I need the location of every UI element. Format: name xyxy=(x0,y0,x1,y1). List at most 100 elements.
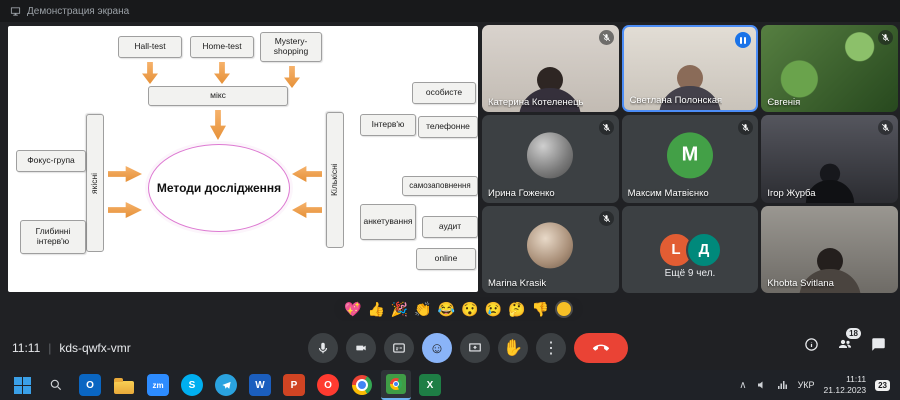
taskbar-zoom-icon[interactable]: zm xyxy=(142,370,174,400)
taskbar-active-meet-window[interactable] xyxy=(380,370,412,400)
reaction-thumbs-up[interactable]: 👍 xyxy=(367,300,385,317)
participant-tile-marina[interactable]: Marina Krasik xyxy=(482,205,619,293)
captions-button[interactable] xyxy=(384,333,414,363)
taskbar-skype-icon[interactable]: S xyxy=(176,370,208,400)
mic-muted-icon xyxy=(598,210,614,226)
taskbar-powerpoint-icon[interactable]: P xyxy=(278,370,310,400)
taskbar-outlook-icon[interactable]: O xyxy=(74,370,106,400)
tray-network-icon[interactable] xyxy=(777,379,789,391)
participant-avatar xyxy=(527,132,574,179)
mic-muted-icon xyxy=(598,120,614,136)
camera-button[interactable] xyxy=(346,333,376,363)
divider: | xyxy=(48,341,52,355)
arrow-left-icon xyxy=(292,166,322,182)
reaction-cry[interactable]: 😢 xyxy=(484,300,503,317)
meeting-info: 11:11 | kds-qwfx-vmr xyxy=(0,341,131,355)
tray-volume-icon[interactable] xyxy=(756,379,768,391)
diagram-box-hlybynni-interviu: Глибинні інтерв'ю xyxy=(20,220,86,254)
participant-video xyxy=(519,67,582,113)
participants-button[interactable]: 18 xyxy=(837,328,861,352)
screen-share-icon xyxy=(10,6,21,16)
arrow-down-icon xyxy=(142,62,158,84)
diagram-box-mystery-shopping: Mystery-shopping xyxy=(260,32,322,62)
mic-muted-icon xyxy=(598,30,614,45)
tray-date: 21.12.2023 xyxy=(823,385,867,395)
meeting-code: kds-qwfx-vmr xyxy=(59,341,131,355)
diagram-box-yakisni: якісні xyxy=(86,114,104,252)
reaction-thinking[interactable]: 🤔 xyxy=(508,300,526,317)
call-controls: ☺ ✋ ⋮ xyxy=(308,333,628,363)
system-tray: ∧ УКР 11:11 21.12.2023 23 xyxy=(739,374,894,395)
start-button[interactable] xyxy=(6,370,38,400)
mic-button[interactable] xyxy=(308,333,338,363)
participant-tile-iryna[interactable]: Ирина Гоженко xyxy=(482,115,619,203)
reactions-button[interactable]: ☺ xyxy=(422,333,452,363)
tray-time: 11:11 xyxy=(846,374,867,385)
meeting-details-button[interactable] xyxy=(804,337,819,352)
diagram-box-samozapovnennia: самозаповнення xyxy=(402,176,478,196)
participant-tile-ihor[interactable]: Ігор Журба xyxy=(761,115,898,203)
taskbar-telegram-icon[interactable] xyxy=(210,370,242,400)
meeting-right-controls: 18 xyxy=(804,328,886,352)
participant-tile-overflow[interactable]: L Д Ещё 9 чел. xyxy=(621,205,759,293)
participant-name: Светлана Полонская xyxy=(629,95,723,107)
mic-muted-icon xyxy=(878,120,893,136)
skin-tone-selector[interactable] xyxy=(554,300,573,318)
overflow-avatars: L Д xyxy=(657,231,722,268)
hidden-icons-chevron[interactable]: ∧ xyxy=(739,379,747,391)
diagram-box-online: online xyxy=(416,248,476,270)
participant-tile-khobta[interactable]: Khobta Svitlana xyxy=(761,205,898,293)
participant-name: Marina Krasik xyxy=(488,278,547,289)
participant-initial-avatar: M xyxy=(666,132,713,179)
participant-name: Ігор Журба xyxy=(767,187,816,199)
reaction-thumbs-down[interactable]: 👎 xyxy=(531,300,549,317)
meeting-time: 11:11 xyxy=(12,341,41,355)
diagram-box-audyt: аудит xyxy=(422,216,478,238)
arrow-down-icon xyxy=(210,110,226,140)
diagram-box-telefonne: телефонне xyxy=(418,116,478,138)
screen-share-notice-bar: Демонстрация экрана xyxy=(0,0,900,22)
raise-hand-button[interactable]: ✋ xyxy=(498,333,528,363)
participant-tile-katerina[interactable]: Катерина Котеленець xyxy=(482,25,619,113)
participant-name: Максим Матвієнко xyxy=(627,187,709,199)
reaction-laugh[interactable]: 😂 xyxy=(437,300,456,317)
participants-count-badge: 18 xyxy=(846,328,861,339)
chat-button[interactable] xyxy=(871,337,886,352)
participant-name: Khobta Svitlana xyxy=(767,278,834,289)
reactions-bar: 💖 👍 🎉 👏 😂 😯 😢 🤔 👎 xyxy=(334,297,583,321)
taskbar-search-icon[interactable] xyxy=(40,370,72,400)
mic-muted-icon xyxy=(738,120,754,136)
taskbar-opera-icon[interactable]: O xyxy=(312,370,344,400)
diagram-box-hall-test: Hall-test xyxy=(118,36,182,58)
participant-name: Ирина Гоженко xyxy=(488,187,555,199)
tray-clock[interactable]: 11:11 21.12.2023 xyxy=(824,374,867,395)
more-options-button[interactable]: ⋮ xyxy=(536,333,566,363)
arrow-down-icon xyxy=(284,66,300,88)
reaction-clap[interactable]: 👏 xyxy=(414,300,432,317)
notification-count-badge: 23 xyxy=(875,379,890,391)
notification-center-button[interactable]: 23 xyxy=(875,379,890,391)
end-call-button[interactable] xyxy=(574,333,628,363)
participants-grid: Катерина Котеленець Светлана Полонская Є… xyxy=(482,25,898,293)
participant-tile-maksym[interactable]: M Максим Матвієнко xyxy=(621,115,759,203)
reaction-surprised[interactable]: 😯 xyxy=(461,300,479,317)
diagram-box-anketuvannia: анкетування xyxy=(360,204,416,240)
participant-video xyxy=(805,163,854,203)
participant-tile-yevheniia[interactable]: Євгенія xyxy=(761,25,898,113)
present-screen-button[interactable] xyxy=(460,333,490,363)
windows-taskbar: O zm S W P O X ∧ УКР 11:11 21.12.2023 23 xyxy=(0,370,900,400)
speaking-indicator-icon xyxy=(735,32,752,48)
reaction-party[interactable]: 🎉 xyxy=(390,300,409,317)
taskbar-file-explorer-icon[interactable] xyxy=(108,370,140,400)
taskbar-word-icon[interactable]: W xyxy=(244,370,276,400)
diagram-box-miks: мікс xyxy=(148,86,288,106)
reaction-heart[interactable]: 💖 xyxy=(344,300,362,317)
taskbar-chrome-icon[interactable] xyxy=(346,370,378,400)
participant-tile-svetlana-active-speaker[interactable]: Светлана Полонская xyxy=(621,25,759,113)
tray-language-indicator[interactable]: УКР xyxy=(797,380,815,390)
arrow-right-icon xyxy=(108,202,142,218)
diagram-box-kilkisni: Кількісні xyxy=(326,112,344,248)
arrow-right-icon xyxy=(108,166,142,182)
taskbar-excel-icon[interactable]: X xyxy=(414,370,446,400)
